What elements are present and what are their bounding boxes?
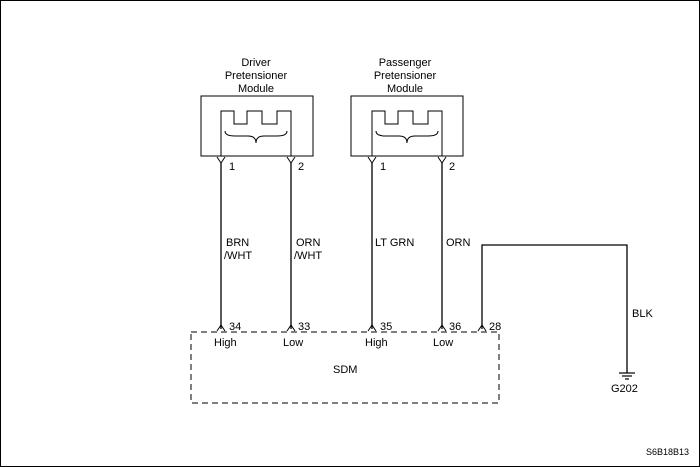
passenger-module-box xyxy=(350,95,464,157)
sdm-label: SDM xyxy=(333,364,357,376)
module-connector-marks xyxy=(216,156,447,164)
ground-icon xyxy=(619,372,635,380)
sdm-pin-label-high-2: High xyxy=(365,337,388,349)
wire-label-blk: BLK xyxy=(632,308,653,320)
passenger-module-title-2: Pretensioner xyxy=(374,70,437,82)
sdm-connector-marks xyxy=(216,324,487,332)
wire-label-wht-1: /WHT xyxy=(224,250,252,262)
passenger-module-title-3: Module xyxy=(387,83,423,95)
driver-pin-2: 2 xyxy=(298,161,304,173)
sdm-pin-label-low-1: Low xyxy=(283,337,303,349)
sdm-pin-label-low-2: Low xyxy=(433,337,453,349)
wire-label-wht-2: /WHT xyxy=(294,250,322,262)
passenger-pin-2: 2 xyxy=(449,161,455,173)
wire-label-orn-1: ORN xyxy=(296,237,321,249)
passenger-module-title-1: Passenger xyxy=(379,57,432,69)
sdm-pin-label-high-1: High xyxy=(214,337,237,349)
ground-label: G202 xyxy=(611,383,638,395)
sdm-pin-36: 36 xyxy=(449,321,461,333)
wire-blk xyxy=(481,244,628,373)
driver-module-box xyxy=(200,95,314,157)
driver-module-title-3: Module xyxy=(238,83,274,95)
driver-module-title-2: Pretensioner xyxy=(225,70,288,82)
sdm-pin-28: 28 xyxy=(489,321,501,333)
passenger-pin-1: 1 xyxy=(380,161,386,173)
wire-label-lt-grn: LT GRN xyxy=(375,237,414,249)
driver-module-title-1: Driver xyxy=(241,57,271,69)
sdm-box xyxy=(190,331,500,404)
wires xyxy=(220,163,628,373)
sdm-pin-33: 33 xyxy=(298,321,310,333)
sdm-pin-35: 35 xyxy=(380,321,392,333)
driver-pin-1: 1 xyxy=(229,161,235,173)
sdm-pin-34: 34 xyxy=(229,321,241,333)
wire-label-orn-2: ORN xyxy=(446,237,471,249)
wire-label-brn: BRN xyxy=(226,237,249,249)
figure-code: S6B18B13 xyxy=(646,447,689,457)
